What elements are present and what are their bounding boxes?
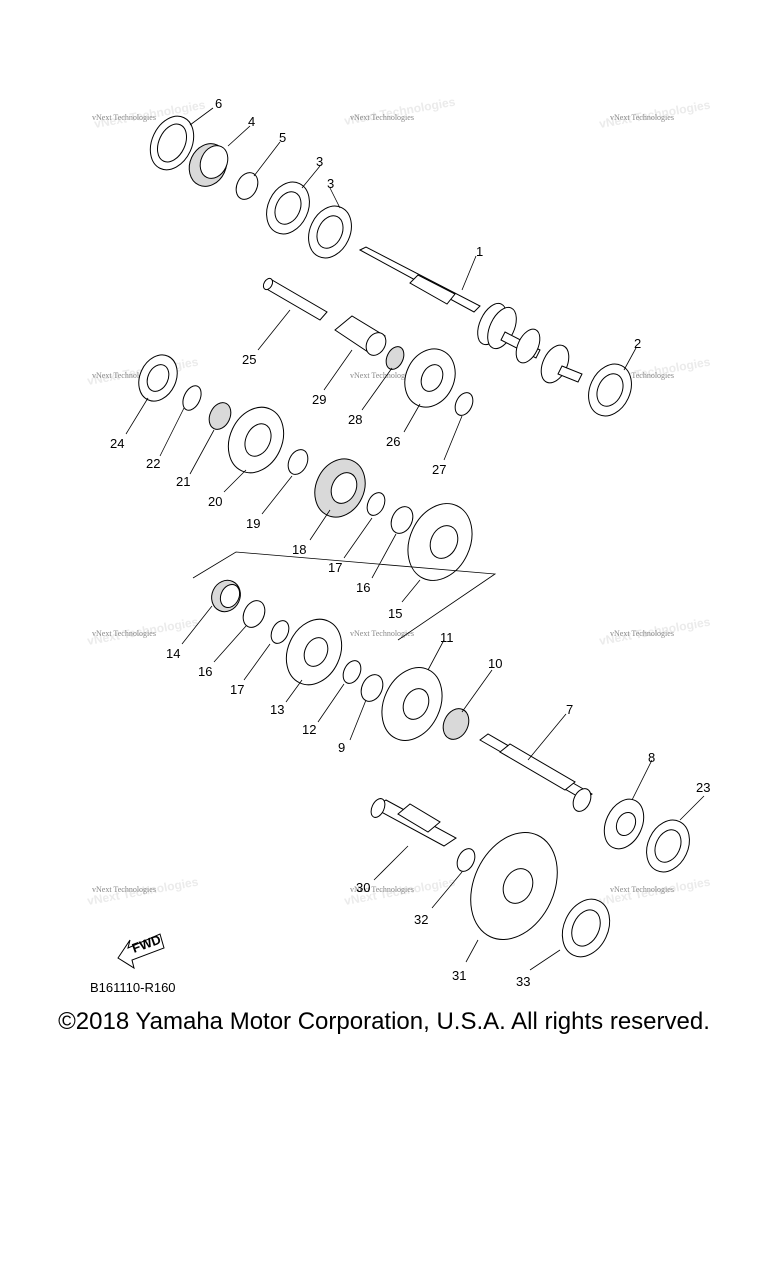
callout-2: 2 — [634, 336, 641, 351]
callout-30: 30 — [356, 880, 370, 895]
callout-24: 24 — [110, 436, 124, 451]
copyright-notice: ©2018 Yamaha Motor Corporation, U.S.A. A… — [58, 1008, 710, 1035]
part-collar — [211, 579, 241, 613]
callout-10: 10 — [488, 656, 502, 671]
part-collar — [334, 315, 387, 356]
reference-code: B161110-R160 — [90, 980, 176, 995]
callout-31: 31 — [452, 968, 466, 983]
part-circlip — [456, 848, 476, 872]
callout-29: 29 — [312, 392, 326, 407]
watermark: vNext Technologies — [92, 629, 156, 638]
part-collar — [188, 143, 229, 187]
callout-33: 33 — [516, 974, 530, 989]
callout-19: 19 — [246, 516, 260, 531]
group-bracket — [192, 551, 497, 641]
fwd-arrow-icon: FWD — [117, 932, 165, 970]
callout-14: 14 — [166, 646, 180, 661]
part-clutch-dog — [314, 458, 366, 518]
part-oil-seal — [149, 115, 195, 171]
part-gear — [381, 667, 443, 741]
part-gear — [404, 348, 456, 408]
part-needle-bearing — [385, 346, 405, 370]
leader-lines — [125, 107, 705, 971]
callout-18: 18 — [292, 542, 306, 557]
watermark: vNext Technologies — [350, 885, 414, 894]
watermark: vNext Technologies — [350, 371, 414, 380]
part-washer — [390, 506, 414, 534]
part-circlip — [342, 660, 362, 684]
watermark: vNext Technologies — [343, 95, 457, 128]
watermark: vNext Technologies — [92, 371, 156, 380]
watermark-group: vNext Technologies vNext Technologies vN… — [86, 95, 712, 908]
callout-8: 8 — [648, 750, 655, 765]
watermark: vNext Technologies — [610, 371, 674, 380]
part-gear — [285, 618, 343, 686]
part-bearing — [588, 363, 632, 417]
part-bearing — [138, 354, 178, 402]
watermark: vNext Technologies — [350, 629, 414, 638]
callout-11: 11 — [440, 630, 454, 645]
part-gear — [407, 503, 473, 581]
part-gear — [470, 832, 558, 940]
part-bearing — [266, 181, 310, 235]
callout-labels: 6 4 5 3 3 1 2 25 29 28 26 27 24 22 21 20… — [110, 96, 710, 989]
watermark: vNext Technologies — [610, 113, 674, 122]
watermark: vNext Technologies — [92, 885, 156, 894]
part-washer — [454, 392, 474, 416]
part-drive-axle — [479, 733, 593, 812]
callout-17: 17 — [328, 560, 342, 575]
callout-32: 32 — [414, 912, 428, 927]
callout-13: 13 — [270, 702, 284, 717]
callout-17: 17 — [230, 682, 244, 697]
callout-3: 3 — [327, 176, 334, 191]
part-main-axle — [358, 246, 583, 384]
part-bearing — [308, 205, 352, 259]
callout-28: 28 — [348, 412, 362, 427]
part-washer — [287, 449, 309, 475]
callout-1: 1 — [476, 244, 483, 259]
part-bearing — [646, 819, 690, 873]
callout-27: 27 — [432, 462, 446, 477]
callout-3: 3 — [316, 154, 323, 169]
callout-4: 4 — [248, 114, 255, 129]
part-circlip — [366, 492, 386, 516]
callout-25: 25 — [242, 352, 256, 367]
callout-22: 22 — [146, 456, 160, 471]
callout-5: 5 — [279, 130, 286, 145]
part-shaft — [370, 798, 457, 847]
callout-12: 12 — [302, 722, 316, 737]
callout-21: 21 — [176, 474, 190, 489]
callout-7: 7 — [566, 702, 573, 717]
callout-9: 9 — [338, 740, 345, 755]
watermark: vNext Technologies — [610, 885, 674, 894]
part-washer — [242, 600, 266, 628]
callout-20: 20 — [208, 494, 222, 509]
callout-26: 26 — [386, 434, 400, 449]
part-washer — [182, 385, 202, 411]
part-gear — [603, 798, 645, 850]
watermark: vNext Technologies — [350, 113, 414, 122]
part-gear — [227, 406, 285, 474]
watermark: vNext Technologies — [610, 629, 674, 638]
callout-6: 6 — [215, 96, 222, 111]
part-washer — [360, 674, 384, 702]
part-bearing — [561, 898, 611, 958]
part-shaft — [262, 277, 328, 321]
part-needle-bearing — [208, 402, 232, 430]
callout-16: 16 — [198, 664, 212, 679]
watermark: vNext Technologies — [92, 113, 156, 122]
part-needle-bearing — [442, 708, 470, 740]
callout-23: 23 — [696, 780, 710, 795]
callout-16: 16 — [356, 580, 370, 595]
part-circlip — [235, 172, 259, 200]
callout-15: 15 — [388, 606, 402, 621]
part-circlip — [270, 620, 290, 644]
